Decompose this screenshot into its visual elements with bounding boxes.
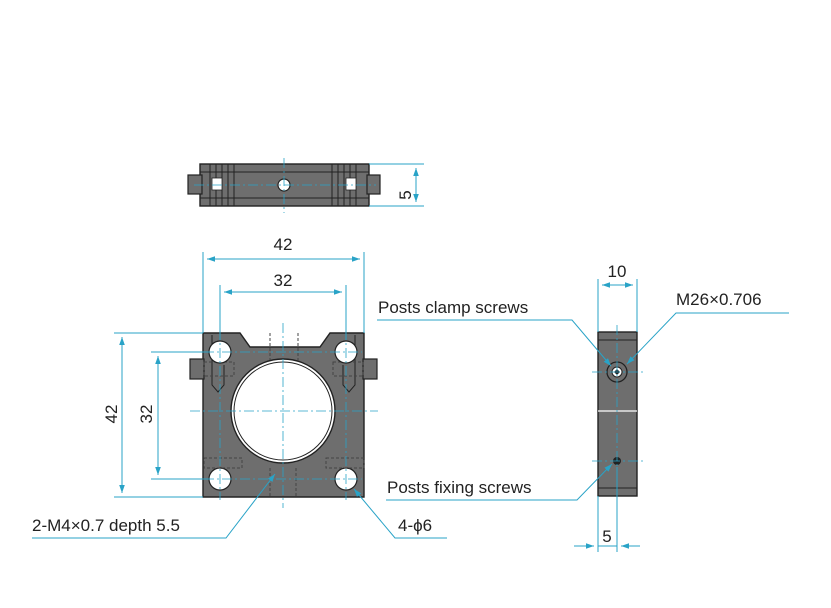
dim-front-hole-pitch-width: 32: [274, 271, 293, 290]
callout-thread: M26×0.706: [676, 290, 762, 309]
callout-through-holes: 4-ϕ6: [398, 516, 432, 535]
dim-front-outer-width: 42: [274, 235, 293, 254]
top-view-screw-right: [366, 174, 381, 195]
dim-front-hole-pitch-height: 32: [137, 405, 156, 424]
callout-tapped-holes: 2-M4×0.7 depth 5.5: [32, 516, 180, 535]
dim-side-screw-offset: 5: [602, 527, 611, 546]
callout-posts-fixing-screws: Posts fixing screws: [387, 478, 532, 497]
top-view: 5: [187, 158, 424, 213]
side-view: 10 5 Posts clamp screws M26×0.706 Posts …: [377, 262, 789, 552]
dim-top-thickness: 5: [396, 190, 415, 199]
dim-front-outer-height: 42: [102, 405, 121, 424]
dim-side-width: 10: [608, 262, 627, 281]
front-clamp-screw-left: [189, 358, 205, 380]
top-view-screw-left: [187, 174, 203, 195]
front-clamp-screw-right: [362, 358, 378, 380]
front-view: 42 32 42 32 2-M4×0.7 depth 5.5 4-ϕ6: [32, 235, 447, 539]
callout-posts-clamp-screws: Posts clamp screws: [378, 298, 528, 317]
